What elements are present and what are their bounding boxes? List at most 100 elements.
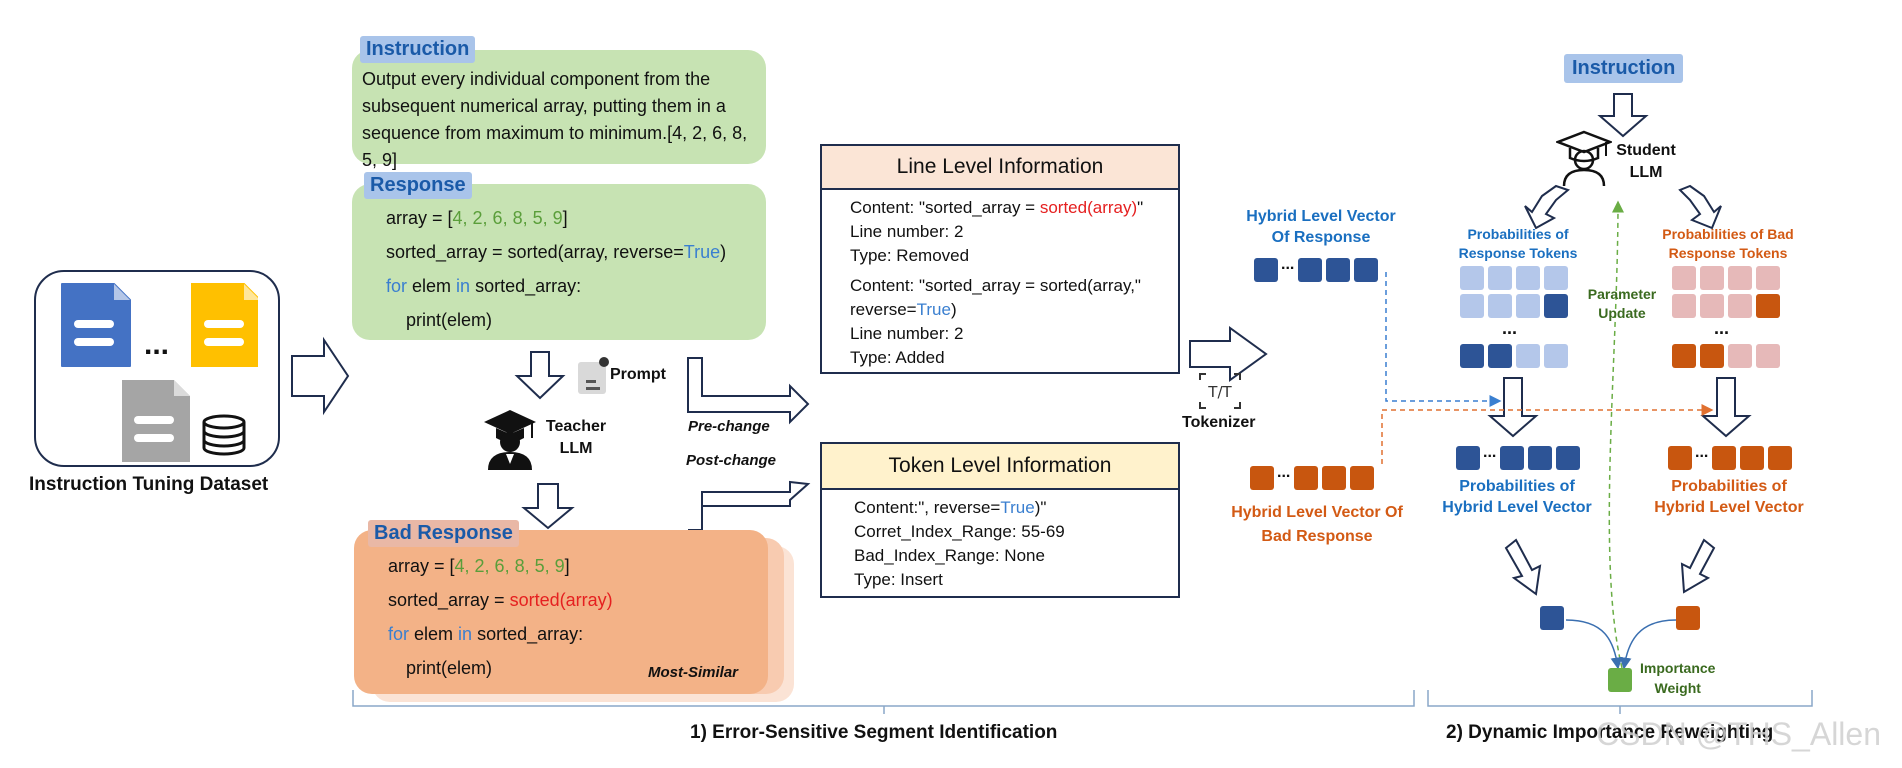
- hybrid-response-label: Hybrid Level Vector Of Response: [1228, 208, 1414, 247]
- line-info-b-line: Line number: 2: [850, 324, 964, 343]
- instruction-block: [352, 50, 766, 164]
- token-prob: [1460, 266, 1484, 290]
- watermark: CSDN @THS_Allen: [1596, 716, 1881, 752]
- prompt-label: Prompt: [610, 366, 666, 383]
- token-info-content: Content:", reverse=True)": [854, 496, 1065, 520]
- hybrid-prob-resp-line2: Hybrid Level Vector: [1442, 499, 1592, 516]
- token-prob: [1700, 344, 1724, 368]
- vector-token: [1350, 466, 1374, 490]
- bad-dashed-connector: [1381, 404, 1714, 464]
- instruction-to-student-arrow: [1597, 93, 1649, 138]
- bad-response-line-3: for elem in sorted_array:: [388, 624, 583, 645]
- vector-token: [1528, 446, 1552, 470]
- keyword-true: True: [916, 300, 951, 319]
- prob-response-line2: Response Tokens: [1458, 245, 1578, 261]
- keyword-for: for: [388, 624, 410, 644]
- teacher-label-line2: LLM: [559, 440, 593, 457]
- code-text: sorted_array = sorted(array, reverse=: [386, 242, 684, 262]
- param-line2: Update: [1598, 305, 1646, 321]
- code-text: sorted_array:: [472, 624, 584, 644]
- token-prob: [1728, 294, 1752, 318]
- hybrid-prob-resp-line1: Probabilities of: [1459, 478, 1575, 495]
- vector-token: [1500, 446, 1524, 470]
- vector-token: [1668, 446, 1692, 470]
- teacher-label-line1: Teacher: [545, 418, 607, 435]
- response-line-2: sorted_array = sorted(array, reverse=Tru…: [386, 242, 726, 263]
- token-prob: [1756, 266, 1780, 290]
- student-label-line1: Student: [1616, 142, 1676, 159]
- token-prob: [1460, 294, 1484, 318]
- grid-ellipsis: ...: [1714, 318, 1730, 338]
- token-prob: [1728, 266, 1752, 290]
- token-prob: [1460, 344, 1484, 368]
- response-line-4: print(elem): [406, 310, 493, 330]
- hybrid-bad-to-weight-arrow: [1680, 538, 1716, 594]
- section2-bracket: [1427, 690, 1813, 714]
- vector-token: [1326, 258, 1350, 282]
- token-prob: [1488, 266, 1512, 290]
- bad-response-line-1: array = [4, 2, 6, 8, 5, 9]: [388, 556, 570, 577]
- token-prob: [1756, 344, 1780, 368]
- token-info-correct-range: Corret_Index_Range: 55-69: [854, 522, 1065, 541]
- vector-token: [1298, 258, 1322, 282]
- resp-dashed-connector: [1385, 272, 1502, 407]
- code-text: sorted_array =: [388, 590, 510, 610]
- dataset-icons: [61, 283, 258, 462]
- response-weight-square: [1540, 606, 1564, 630]
- hybrid-prob-bad-label: Probabilities of Hybrid Level Vector: [1644, 478, 1814, 517]
- tokenizer-icon-text: T/T: [1207, 383, 1232, 401]
- line-info-a-line: Line number: 2: [850, 222, 964, 241]
- student-label-line2: LLM: [1629, 164, 1663, 181]
- from-teacher-arrow: [521, 483, 575, 530]
- prob-bad-label: Probabilities of Bad Response Tokens: [1648, 226, 1808, 261]
- section1-bracket: [352, 690, 1415, 714]
- tokenizer-icon: T/T: [1199, 373, 1241, 409]
- response-line-3: for elem in sorted_array:: [386, 276, 581, 297]
- vector-token: [1456, 446, 1480, 470]
- code-text: elem: [407, 276, 457, 296]
- importance-curve-right: [1619, 619, 1677, 670]
- post-change-label: Post-change: [686, 452, 777, 469]
- prob-response-line1: Probabilities of: [1467, 226, 1569, 242]
- hybrid-resp-to-weight-arrow: [1504, 538, 1542, 596]
- line-info-box: Line Level Information: [820, 144, 1180, 374]
- vector-token: [1354, 258, 1378, 282]
- error-code: sorted(array): [1039, 198, 1138, 217]
- error-code: sorted(array): [509, 590, 613, 610]
- prob-bad-line1: Probabilities of Bad: [1662, 226, 1794, 242]
- text: ": [1137, 198, 1144, 217]
- dataset-arrow: [291, 336, 350, 416]
- hybrid-response-line2: Of Response: [1271, 229, 1371, 246]
- token-prob: [1516, 344, 1540, 368]
- token-prob: [1672, 294, 1696, 318]
- token-prob: [1544, 266, 1568, 290]
- keyword-in: in: [456, 276, 471, 296]
- text: Content:", reverse=: [854, 498, 1001, 517]
- code-text: array = [: [388, 556, 455, 576]
- hybrid-bad-line1: Hybrid Level Vector Of: [1231, 504, 1403, 521]
- hybrid-prob-bad-line2: Hybrid Level Vector: [1654, 499, 1804, 516]
- keyword-true: True: [1000, 498, 1035, 517]
- code-text: elem: [409, 624, 459, 644]
- param-line1: Parameter: [1587, 286, 1657, 302]
- teacher-label: Teacher LLM: [544, 418, 608, 458]
- bad-to-hybrid-arrow: [1700, 377, 1752, 438]
- token-info-title: Token Level Information: [822, 444, 1178, 490]
- token-prob: [1700, 266, 1724, 290]
- importance-line1: Importance: [1640, 660, 1716, 676]
- array-values: 4, 2, 6, 8, 5, 9: [454, 556, 565, 576]
- pre-change-arrow: [687, 357, 810, 425]
- to-teacher-arrow: [514, 351, 566, 400]
- token-prob: [1488, 344, 1512, 368]
- response-tag: Response: [364, 172, 472, 199]
- prob-response-label: Probabilities of Response Tokens: [1448, 226, 1588, 261]
- vector-token: [1712, 446, 1736, 470]
- resp-to-hybrid-arrow: [1487, 377, 1539, 438]
- code-text: ): [720, 242, 727, 262]
- student-label: Student LLM: [1614, 142, 1678, 182]
- vector-ellipsis: ...: [1277, 464, 1291, 481]
- grid-ellipsis: ...: [1502, 318, 1518, 338]
- vector-ellipsis: ...: [1695, 444, 1709, 461]
- importance-curve-left: [1565, 619, 1623, 670]
- student-to-resp-arrow: [1524, 184, 1571, 230]
